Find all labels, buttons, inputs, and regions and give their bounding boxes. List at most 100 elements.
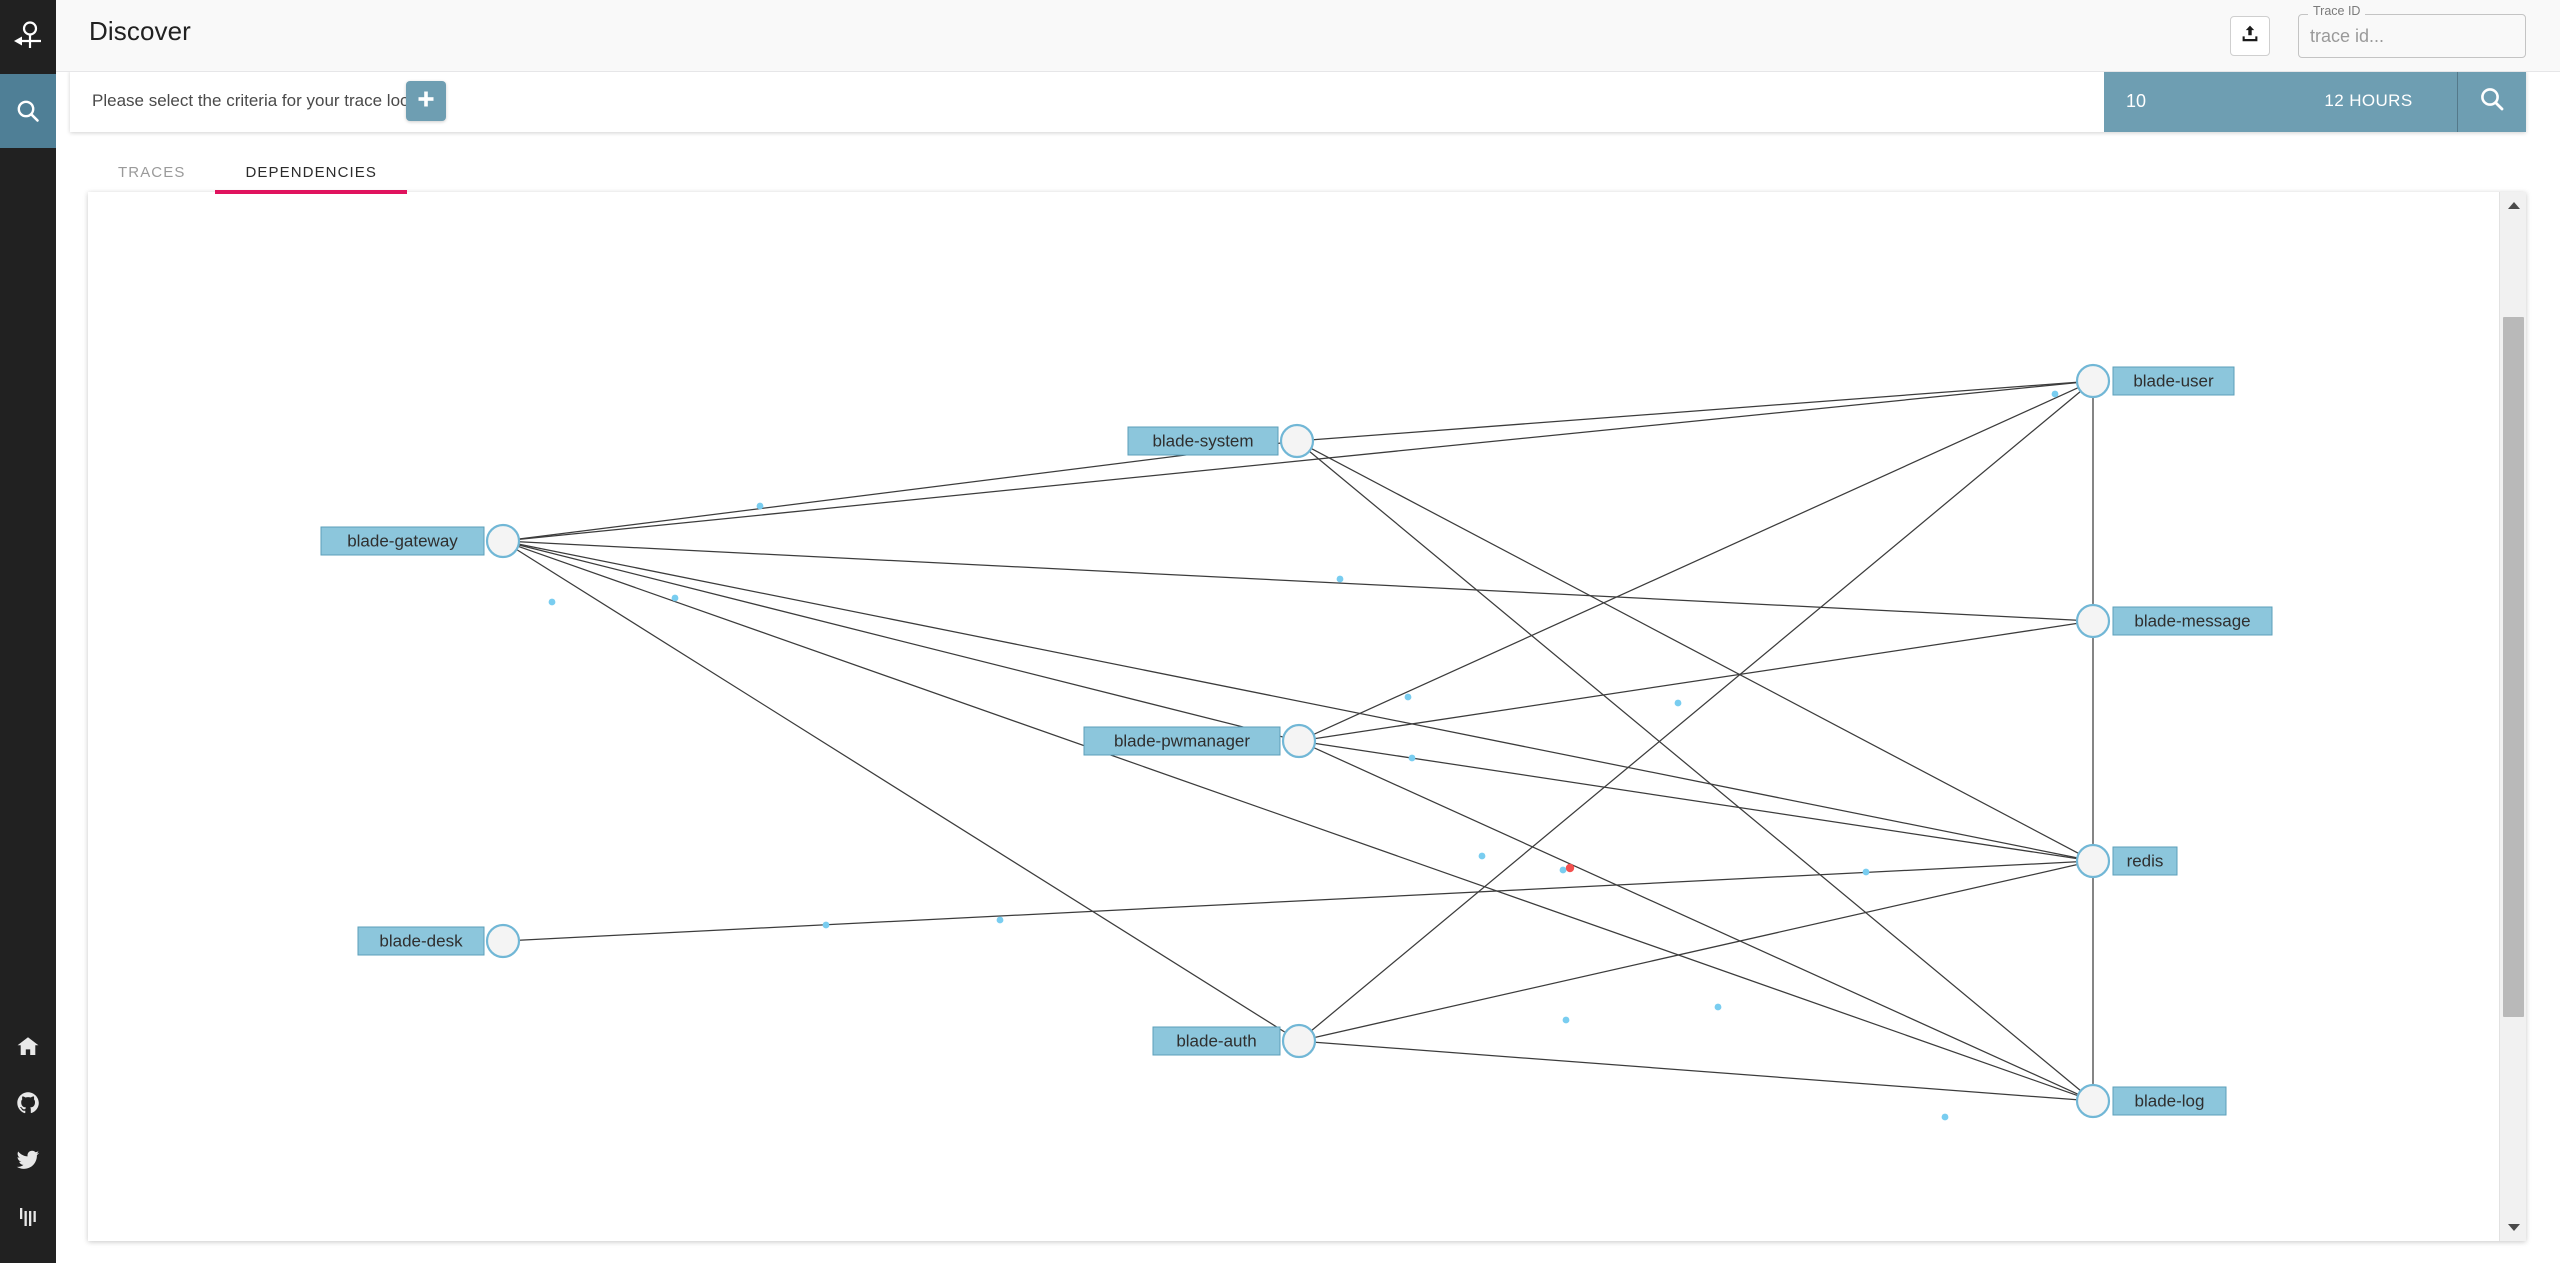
github-icon [16, 1091, 40, 1115]
search-icon [15, 98, 41, 124]
traffic-particle [1674, 699, 1682, 707]
gitter-icon [16, 1205, 40, 1229]
graph-edge[interactable] [518, 861, 2078, 941]
node-label-background [2112, 606, 2273, 636]
tab-dependencies[interactable]: DEPENDENCIES [215, 150, 407, 194]
traffic-particle [1478, 852, 1486, 860]
graph-edge[interactable] [1308, 450, 2082, 1092]
traffic-particle [1408, 754, 1416, 762]
twitter-icon [16, 1148, 40, 1172]
sidebar-item-home[interactable] [0, 1017, 56, 1074]
node-label-background [2112, 846, 2178, 876]
node-circle[interactable] [1279, 423, 1315, 459]
node-circle[interactable] [2075, 363, 2111, 399]
page-title: Discover [89, 16, 191, 46]
criteria-placeholder: Please select the criteria for your trac… [92, 91, 437, 110]
dependency-graph-viewport[interactable]: blade-gateway blade-system blade-pwmanager… [88, 192, 2499, 1241]
node-label-background [2112, 1086, 2227, 1116]
node-label-background [1152, 1026, 1281, 1056]
graph-node-blade-user[interactable]: blade-user [2075, 363, 2235, 399]
graph-node-blade-auth[interactable]: blade-auth [1152, 1023, 1317, 1059]
app-header: Discover Trace ID [56, 0, 2560, 72]
node-label: blade-desk [379, 931, 463, 950]
trace-id-label: Trace ID [2308, 5, 2366, 18]
graph-edge[interactable] [1313, 387, 2079, 735]
traffic-particle [1714, 1003, 1722, 1011]
graph-node-blade-gateway[interactable]: blade-gateway [320, 523, 521, 559]
graph-node-redis[interactable]: redis [2075, 843, 2178, 879]
run-query-button[interactable] [2458, 70, 2526, 132]
graph-edge[interactable] [1314, 863, 2078, 1039]
trace-id-outline [2298, 14, 2526, 58]
node-label-background [1083, 726, 1281, 756]
graph-node-blade-message[interactable]: blade-message [2075, 603, 2273, 639]
graph-particles-layer [548, 390, 2059, 1121]
graph-node-blade-pwmanager[interactable]: blade-pwmanager [1083, 723, 1317, 759]
node-circle[interactable] [1281, 1023, 1317, 1059]
node-label-background [2112, 366, 2235, 396]
graph-edge[interactable] [518, 544, 1284, 738]
graph-node-blade-log[interactable]: blade-log [2075, 1083, 2227, 1119]
sidebar-item-gitter[interactable] [0, 1188, 56, 1245]
node-label-background [320, 526, 485, 556]
node-circle[interactable] [2075, 603, 2111, 639]
sidebar-item-twitter[interactable] [0, 1131, 56, 1188]
graph-node-blade-desk[interactable]: blade-desk [357, 923, 521, 959]
scroll-down-button[interactable] [2500, 1214, 2526, 1241]
trace-id-input[interactable] [2310, 23, 2516, 49]
node-circle[interactable] [485, 523, 521, 559]
traffic-particle [1559, 866, 1567, 874]
result-limit-value: 10 [2126, 90, 2147, 111]
graph-edge[interactable] [516, 548, 1286, 1034]
graph-edge[interactable] [1314, 742, 2078, 860]
graph-edge[interactable] [1314, 622, 2078, 740]
graph-edge[interactable] [518, 442, 1282, 540]
node-label: blade-system [1152, 431, 1253, 450]
graph-vertical-scrollbar[interactable] [2499, 192, 2526, 1241]
upload-json-button[interactable] [2230, 16, 2270, 56]
graph-edge[interactable] [1312, 381, 2078, 441]
node-label-background [1127, 426, 1279, 456]
node-circle[interactable] [2075, 843, 2111, 879]
graph-edge[interactable] [517, 545, 2079, 1097]
graph-edge[interactable] [518, 543, 2078, 859]
graph-edge[interactable] [1313, 747, 2079, 1095]
node-circle[interactable] [2075, 1083, 2111, 1119]
zipkin-logo-icon [0, 0, 56, 74]
graph-node-blade-system[interactable]: blade-system [1127, 423, 1315, 459]
search-bar: Please select the criteria for your trac… [70, 70, 2526, 132]
sidebar-item-github[interactable] [0, 1074, 56, 1131]
tab-traces[interactable]: TRACES [118, 163, 186, 181]
graph-edge[interactable] [1314, 1041, 2078, 1101]
graph-edge[interactable] [518, 381, 2078, 541]
node-label: blade-auth [1176, 1031, 1256, 1050]
trace-id-field[interactable]: Trace ID [2298, 5, 2526, 58]
graph-nodes-layer: blade-gateway blade-system blade-pwmanager… [320, 363, 2273, 1119]
caret-down-icon [2507, 1224, 2520, 1231]
sidebar [0, 0, 56, 1263]
sidebar-item-search[interactable] [0, 74, 56, 148]
node-circle[interactable] [485, 923, 521, 959]
node-label-background [357, 926, 485, 956]
node-label: redis [2127, 851, 2164, 870]
traffic-particle [822, 921, 830, 929]
node-circle[interactable] [1281, 723, 1317, 759]
graph-edge[interactable] [1310, 447, 2080, 855]
lookback-selector[interactable]: 12 HOURS [2280, 70, 2458, 132]
result-limit-selector[interactable]: 10 [2104, 70, 2280, 132]
criteria-input-area[interactable]: Please select the criteria for your trac… [70, 70, 2104, 132]
plus-icon [415, 88, 437, 115]
node-label: blade-log [2135, 1091, 2205, 1110]
traffic-particle [1565, 863, 1575, 873]
graph-edge[interactable] [1310, 390, 2082, 1032]
traffic-particle [756, 502, 764, 510]
dependencies-panel: blade-gateway blade-system blade-pwmanager… [88, 192, 2526, 1241]
home-icon [16, 1034, 40, 1058]
lookback-value: 12 HOURS [2324, 91, 2413, 110]
caret-up-icon [2507, 202, 2520, 209]
graph-edge[interactable] [518, 541, 2078, 621]
add-criteria-button[interactable] [406, 81, 446, 121]
scroll-up-button[interactable] [2500, 192, 2526, 219]
dependency-graph[interactable]: blade-gateway blade-system blade-pwmanager… [88, 192, 2499, 1241]
scrollbar-thumb[interactable] [2503, 317, 2524, 1017]
